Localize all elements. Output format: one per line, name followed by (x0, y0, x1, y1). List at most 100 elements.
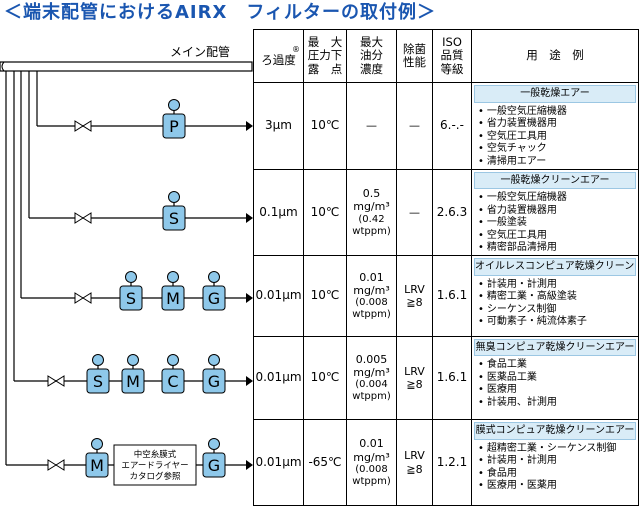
arrow-icon (246, 213, 253, 223)
filter-unit (161, 285, 185, 311)
use-cell: 無臭コンピュア乾燥クリーンエアー食品工業医薬品工業医療用計装用、計測用 (471, 335, 639, 421)
gauge-icon (208, 438, 220, 450)
oil-unit: mg/m³ (353, 284, 390, 297)
use-list: 超精密工業・シーケンス制御計装用・計測用食品用医療用・医薬用 (472, 443, 638, 493)
use-title: 膜式コンピュア乾燥クリーンエアー (474, 422, 636, 440)
use-item: 省力装置機器用 (478, 118, 638, 131)
filter-unit (119, 285, 143, 311)
oil-unit: mg/m³ (353, 200, 390, 214)
use-list: 一般空気圧縮機器省力装置機器用一般塗装空気圧工具用精密部品清掃用 (472, 192, 638, 255)
filter-label: M (126, 372, 140, 391)
oil-ppm-unit: wtppm) (352, 475, 391, 487)
filter-unit (202, 452, 226, 478)
oil-ppm: (0.008 (355, 297, 388, 309)
dew-point-cell: 10℃ (303, 168, 347, 257)
iso-class-cell: 1.6.1 (432, 335, 472, 421)
dew-point-cell: 10℃ (303, 82, 347, 170)
arrow-icon (246, 376, 253, 386)
bacteria-cell: LRV≧8 (396, 255, 433, 337)
use-item: 食品工業 (478, 359, 638, 372)
bacteria-cell: — (396, 82, 433, 170)
gauge-icon (168, 191, 180, 203)
dew-point-cell: 10℃ (303, 255, 347, 337)
header-oil-line1: 最大 (360, 35, 383, 50)
gauge-icon (208, 271, 220, 283)
header-use: 用 途 例 (471, 29, 639, 83)
oil-value: 0.01 (359, 270, 384, 284)
bacteria-value: LRV (404, 364, 425, 378)
header-dew: 最 大 圧力下 露 点 (303, 29, 347, 83)
use-cell: オイルレスコンピュア乾燥クリーンエアー計装用・計測用精密工業・高級塗装シーケンス… (471, 255, 639, 337)
filtration-cell: 0.1μm (253, 168, 304, 257)
gauge-icon (127, 354, 139, 366)
filter-label: S (126, 289, 136, 308)
use-item: 計装用・計測用 (478, 279, 638, 292)
use-item: 医薬品工業 (478, 372, 638, 385)
use-item: 一般塗装 (478, 217, 638, 230)
filter-label: M (166, 289, 180, 308)
use-item: 計装用、計測用 (478, 397, 638, 410)
filter-unit (202, 285, 226, 311)
oil-ppm-unit: wtppm) (352, 309, 391, 321)
gauge-icon (208, 354, 220, 366)
filter-label: G (208, 372, 220, 391)
header-dew-line1: 最 大 (307, 35, 343, 50)
use-list: 食品工業医薬品工業医療用計装用、計測用 (472, 359, 638, 409)
valve-icon (74, 212, 92, 224)
oil-ppm: (0.008 (355, 463, 388, 475)
filter-label: G (208, 289, 220, 308)
spec-table: ® ろ過度 最 大 圧力下 露 点 最大 油分 濃度 除菌 性能 ISO 品質 … (253, 29, 639, 506)
valve-icon (74, 292, 92, 304)
use-cell: 膜式コンピュア乾燥クリーンエアー超精密工業・シーケンス制御計装用・計測用食品用医… (471, 419, 639, 506)
filtration-mark: ® (292, 44, 300, 54)
bacteria-lrv: ≧8 (406, 378, 423, 392)
use-item: 空気チャック (478, 143, 638, 156)
table-header-row: ® ろ過度 最 大 圧力下 露 点 最大 油分 濃度 除菌 性能 ISO 品質 … (253, 29, 639, 83)
use-title: オイルレスコンピュア乾燥クリーンエアー (474, 258, 636, 276)
oil-unit: mg/m³ (353, 366, 390, 380)
main-pipe-label: メイン配管 (170, 44, 230, 59)
gauge-icon (167, 354, 179, 366)
use-item: 一般空気圧縮機器 (478, 106, 638, 119)
dryer-box (113, 444, 197, 486)
filter-unit (121, 368, 145, 394)
header-oil: 最大 油分 濃度 (346, 29, 397, 83)
arrow-icon (246, 293, 253, 303)
oil-cell: — (346, 82, 397, 170)
oil-value: 0.01 (359, 437, 384, 451)
bacteria-value: LRV (404, 282, 425, 296)
header-iso-line1: ISO (442, 35, 462, 50)
use-item: シーケンス制御 (478, 304, 638, 317)
use-title: 一般乾燥エアー (474, 85, 636, 103)
use-item: 精密工業・高級塗装 (478, 291, 638, 304)
bacteria-cell: LRV≧8 (396, 335, 433, 421)
dryer-note-line: カタログ参照 (129, 471, 181, 482)
arrow-icon (246, 121, 253, 131)
oil-value: 0.5 (362, 187, 381, 201)
bacteria-lrv: ≧8 (406, 296, 423, 309)
filtration-cell: 0.01μm (253, 255, 304, 337)
gauge-icon (92, 354, 104, 366)
use-cell: 一般乾燥クリーンエアー一般空気圧縮機器省力装置機器用一般塗装空気圧工具用精密部品… (471, 168, 639, 257)
use-item: 一般空気圧縮機器 (478, 192, 638, 205)
gauge-icon (91, 438, 103, 450)
use-title: 一般乾燥クリーンエアー (474, 171, 636, 190)
iso-class-cell: 1.6.1 (432, 255, 472, 337)
iso-class-cell: 2.6.3 (432, 168, 472, 257)
use-item: 精密部品清掃用 (478, 242, 638, 255)
oil-ppm-unit: wtppm) (352, 225, 391, 237)
valve-icon (47, 375, 65, 387)
use-item: 可動素子・純流体素子 (478, 316, 638, 329)
oil-value: 0.005 (355, 352, 388, 366)
dew-point-cell: -65℃ (303, 419, 347, 506)
header-dew-line2: 圧力下 (307, 48, 343, 63)
arrow-icon (246, 460, 253, 470)
oil-ppm: (0.42 (358, 213, 385, 225)
bacteria-value: — (409, 119, 420, 133)
iso-class-cell: 1.2.1 (432, 419, 472, 506)
